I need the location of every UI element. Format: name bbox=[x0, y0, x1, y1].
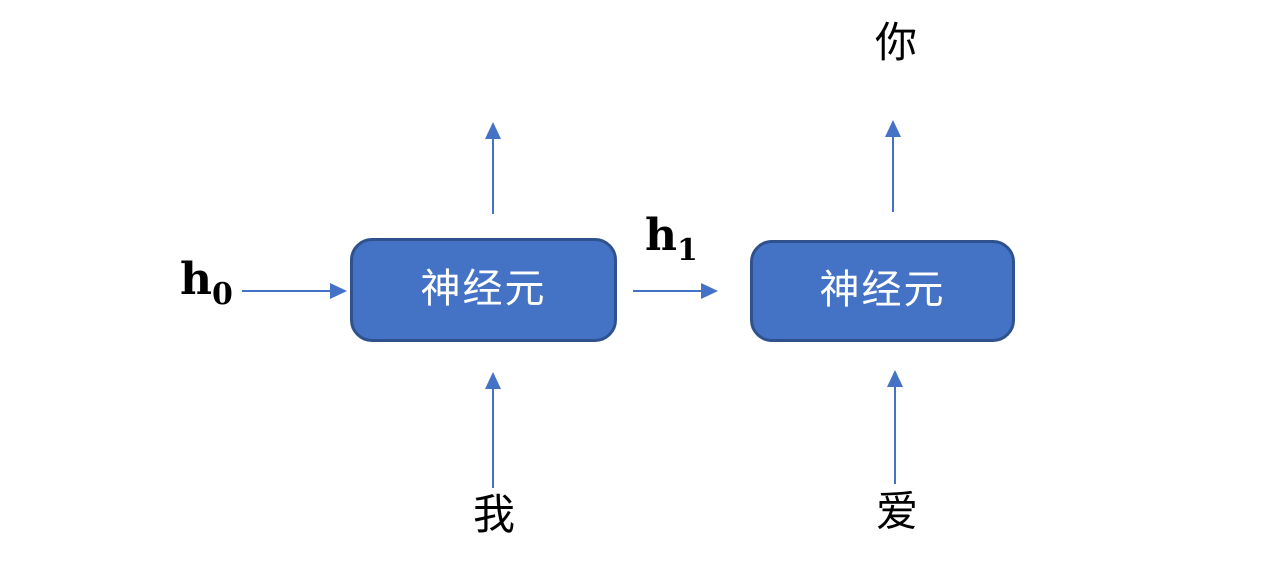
arrowhead-right-icon bbox=[330, 283, 347, 299]
arrowhead-up-icon bbox=[887, 370, 903, 387]
arrowhead-right-icon bbox=[701, 283, 718, 299]
arrow-line bbox=[492, 389, 494, 488]
neuron-node-1-label: 神经元 bbox=[420, 267, 547, 311]
input-word-2: 爱 bbox=[875, 488, 919, 535]
arrow-h0-to-neuron1 bbox=[242, 283, 347, 299]
input-arrow-neuron2 bbox=[886, 370, 904, 484]
output-word-1: 你 bbox=[874, 19, 918, 66]
hidden-state-label-h1: h1 bbox=[645, 214, 698, 266]
arrow-line bbox=[633, 290, 701, 292]
h1-subscript: 1 bbox=[677, 233, 698, 268]
neuron-node-1: 神经元 bbox=[350, 238, 617, 342]
arrowhead-up-icon bbox=[485, 122, 501, 139]
arrow-line bbox=[892, 137, 894, 212]
h0-subscript: 0 bbox=[212, 277, 233, 312]
input-arrow-neuron1 bbox=[484, 372, 502, 488]
h1-base: h bbox=[645, 210, 677, 261]
h0-base: h bbox=[180, 254, 212, 305]
arrow-line bbox=[242, 290, 330, 292]
output-arrow-neuron1 bbox=[484, 122, 502, 214]
arrow-line bbox=[492, 139, 494, 214]
arrowhead-up-icon bbox=[885, 120, 901, 137]
output-arrow-neuron2 bbox=[884, 120, 902, 212]
arrow-line bbox=[894, 387, 896, 484]
arrowhead-up-icon bbox=[485, 372, 501, 389]
hidden-state-label-h0: h0 bbox=[180, 258, 233, 310]
neuron-node-2-label: 神经元 bbox=[819, 268, 946, 312]
arrow-neuron1-to-neuron2 bbox=[633, 283, 718, 299]
neuron-node-2: 神经元 bbox=[750, 240, 1015, 342]
input-word-1: 我 bbox=[472, 491, 516, 538]
